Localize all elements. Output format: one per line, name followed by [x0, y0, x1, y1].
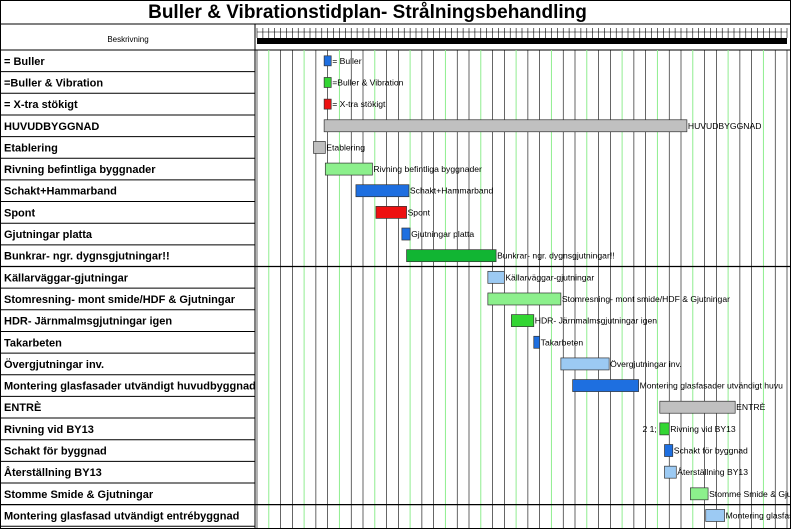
row-label: Etablering: [4, 142, 58, 154]
bar-label: Rivning befintliga byggnader: [373, 164, 482, 174]
row-label: Rivning vid BY13: [4, 424, 94, 436]
task-bar: [313, 141, 326, 154]
bar-label: Schakt+Hammarband: [410, 186, 494, 196]
bar-label: Montering glasfas: [726, 510, 790, 520]
bar-label: =Buller & Vibration: [332, 77, 403, 87]
bar-label: Stomme Smide & Gju: [709, 489, 790, 499]
task-bar: [323, 119, 688, 133]
task-bar: [533, 335, 541, 349]
bar-label: Schakt för byggnad: [674, 446, 748, 456]
bar-label: Etablering: [326, 142, 365, 152]
bar-label: Stomresning- mont smide/HDF & Gjutningar: [562, 294, 730, 304]
row-label: Övergjutningar inv.: [4, 358, 104, 371]
task-bar: [487, 270, 505, 284]
bar-label: Återställning BY13: [677, 467, 748, 477]
row-label: Gjutningar platta: [4, 229, 93, 241]
task-bar: [406, 249, 497, 263]
row-label: =Buller & Vibration: [4, 77, 103, 89]
row-label: Återställning BY13: [4, 466, 102, 479]
row-label: Schakt+Hammarband: [4, 186, 117, 198]
task-bar: [375, 206, 407, 219]
row-label: Rivning befintliga byggnader: [4, 164, 156, 176]
row-label: Källarväggar-gjutningar: [4, 272, 129, 284]
bar-label: = X-tra stökigt: [332, 99, 386, 109]
bar-label: Spont: [408, 207, 431, 217]
task-bar: [323, 55, 332, 67]
task-bar: [323, 77, 332, 88]
task-bar: [560, 357, 610, 371]
row-label: Schakt för byggnad: [4, 446, 107, 458]
bar-label: Övergjutningar inv.: [610, 359, 682, 369]
task-bar: [659, 422, 670, 436]
task-bar: [323, 98, 332, 110]
task-bar: [572, 379, 639, 392]
row-label: Stomme Smide & Gjutningar: [4, 489, 154, 501]
column-header-beskrivning: Beskrivning: [107, 35, 148, 44]
timescale-band: [257, 38, 787, 44]
row-label: ENTRÈ: [4, 401, 41, 414]
row-label: HDR- Järnmalmsgjutningar igen: [4, 316, 172, 328]
task-bar: [705, 509, 725, 522]
row-label: Takarbeten: [4, 337, 62, 349]
task-bar: [487, 292, 562, 306]
row-label: Stomresning- mont smide/HDF & Gjutningar: [4, 294, 236, 306]
task-bar: [324, 162, 373, 176]
task-bar: [664, 444, 674, 457]
task-bar: [401, 227, 411, 241]
bar-label: = Buller: [332, 56, 362, 66]
bar-label: Takarbeten: [541, 337, 584, 347]
bar-label: HDR- Järnmalmsgjutningar igen: [535, 316, 657, 326]
chart-title: Buller & Vibrationstidplan- Strålningsbe…: [148, 2, 587, 23]
task-bar: [690, 487, 709, 501]
bar-prefix-label: 2 1;: [642, 424, 656, 434]
row-label: Spont: [4, 207, 35, 219]
bar-label: HUVUDBYGGNAD: [688, 121, 762, 131]
task-bar: [511, 314, 535, 327]
task-bar: [355, 184, 410, 198]
bar-label: Gjutningar platta: [411, 229, 474, 239]
row-label: Montering glasfasad utvändigt entrébyggn…: [4, 510, 239, 522]
row-label: Bunkrar- ngr. dygnsgjutningar!!: [4, 251, 170, 263]
bar-label: ENTRÈ: [736, 402, 765, 412]
task-bar: [659, 400, 736, 414]
row-label: Montering glasfasader utvändigt huvudbyg…: [4, 381, 256, 393]
bar-label: Bunkrar- ngr. dygnsgjutningar!!: [497, 251, 615, 261]
row-label: = X-tra stökigt: [4, 99, 78, 111]
row-label: = Buller: [4, 56, 45, 68]
task-bar: [664, 465, 677, 479]
bar-label: Källarväggar-gjutningar: [505, 272, 594, 282]
row-label: HUVUDBYGGNAD: [4, 121, 99, 133]
bar-label: Rivning vid BY13: [670, 424, 736, 434]
bar-label: Montering glasfasader utvändigt huvu: [640, 381, 784, 391]
